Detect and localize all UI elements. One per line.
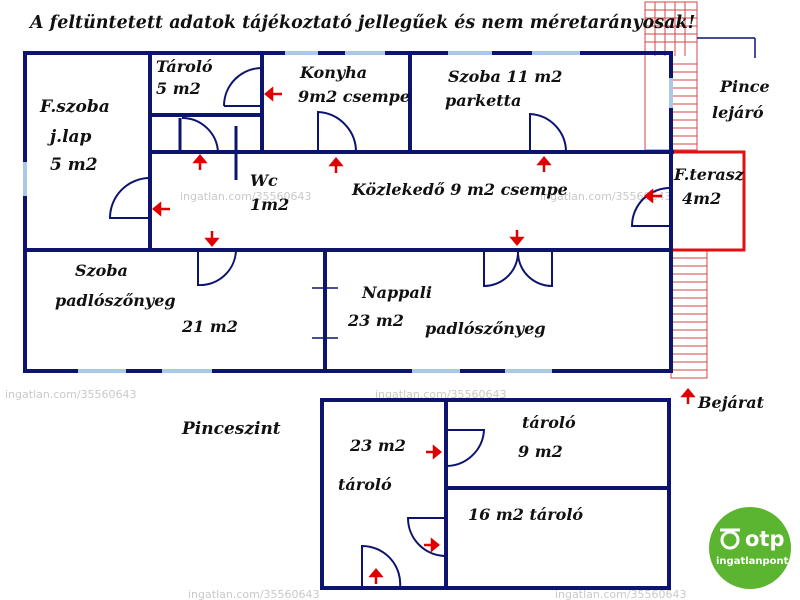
otp-logo: otp ingatlanpont <box>709 507 791 589</box>
watermarks: ingatlan.com/35560643 ingatlan.com/35560… <box>5 190 687 600</box>
arrow-left-icon <box>644 188 662 204</box>
watermark-3: ingatlan.com/35560643 <box>5 388 137 401</box>
basement-title: Pinceszint <box>181 419 281 439</box>
arrow-right-icon <box>424 537 440 553</box>
otp-logo-sub: ingatlanpont <box>716 556 789 567</box>
room-kozlekedo-label: Közlekedő 9 m2 csempe <box>351 180 568 199</box>
pince-lejaro-line1: Pince <box>719 77 770 96</box>
arrow-right-icon <box>426 444 442 460</box>
staircase-entrance <box>670 249 708 379</box>
room-tarolo-area: 5 m2 <box>156 79 201 98</box>
arrow-down-icon <box>204 231 220 247</box>
room-konyha-name: Konyha <box>299 63 367 82</box>
entrance-label: Bejárat <box>697 393 765 412</box>
arrow-up-icon <box>192 154 208 170</box>
room-wc-name: Wc <box>250 171 278 190</box>
room-szoba21-floor: padlószőnyeg <box>55 291 176 310</box>
disclaimer-heading: A feltüntetett adatok tájékoztató jelleg… <box>28 13 695 33</box>
room-nappali-area: 23 m2 <box>347 311 404 330</box>
arrow-down-icon <box>509 230 525 246</box>
room-terasz-name: F.terasz <box>673 165 745 184</box>
otp-logo-brand: otp <box>745 527 785 551</box>
watermark-5: ingatlan.com/35560643 <box>188 588 320 600</box>
room-nappali-floor: padlószőnyeg <box>425 319 546 338</box>
basement-main-name: tároló <box>338 475 392 494</box>
watermark-2: ingatlan.com/35560643 <box>540 190 672 203</box>
room-szoba21-area: 21 m2 <box>181 317 238 336</box>
arrow-left-icon <box>152 201 170 217</box>
basement-store9-area: 9 m2 <box>518 442 563 461</box>
room-nappali-name: Nappali <box>361 283 432 302</box>
room-konyha-detail: 9m2 csempe <box>298 87 410 106</box>
direction-arrows <box>152 86 696 584</box>
room-wc-area: 1m2 <box>250 195 289 214</box>
arrow-up-icon <box>368 568 384 584</box>
basement-main-area: 23 m2 <box>349 436 406 455</box>
room-furdo-name: F.szoba <box>39 97 110 117</box>
arrow-up-icon <box>680 388 696 404</box>
watermark-6: ingatlan.com/35560643 <box>555 588 687 600</box>
arrow-up-icon <box>536 156 552 172</box>
pince-lejaro-line2: lejáró <box>712 103 764 122</box>
otp-logo-circle <box>709 507 791 589</box>
room-terasz-area: 4m2 <box>682 189 721 208</box>
doors <box>108 67 672 288</box>
basement-doors <box>361 429 486 589</box>
basement-store9-name: tároló <box>522 413 576 432</box>
arrow-left-icon <box>264 86 282 102</box>
room-szoba21-name: Szoba <box>75 261 128 280</box>
basement-walls <box>320 398 671 590</box>
watermark-1: ingatlan.com/35560643 <box>180 190 312 203</box>
windows <box>23 51 673 373</box>
arrow-up-icon <box>328 157 344 173</box>
room-szoba11-floor: parketta <box>445 91 521 110</box>
basement-store16-label: 16 m2 tároló <box>468 505 583 524</box>
terrace-outline <box>672 150 746 252</box>
room-furdo-area: 5 m2 <box>50 155 98 175</box>
watermark-4: ingatlan.com/35560643 <box>375 388 507 401</box>
room-furdo-floor: j.lap <box>47 127 92 147</box>
otp-logo-ring-icon <box>720 530 740 550</box>
room-szoba11-name: Szoba 11 m2 <box>448 67 562 86</box>
room-tarolo-name: Tároló <box>156 57 213 76</box>
